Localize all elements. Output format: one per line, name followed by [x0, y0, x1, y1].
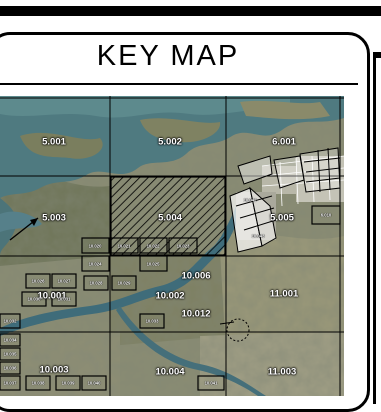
- tile-label: 6.010: [320, 212, 332, 218]
- sheet-grid: [0, 96, 344, 396]
- tile-label: 10.043: [251, 233, 265, 239]
- tile-label: 10.022: [146, 243, 160, 249]
- tile-label: 10.031: [57, 296, 71, 302]
- tile-label: 10.020: [88, 243, 102, 249]
- tile-label: 10.036: [3, 365, 17, 371]
- river: [0, 202, 244, 336]
- location-marker-icon: [226, 318, 250, 342]
- sheet-label: 10.012: [181, 308, 211, 320]
- sheet-label: 5.002: [158, 136, 182, 148]
- tile-label: 10.024: [88, 261, 102, 267]
- key-map-imagery: 5.001 5.002 6.001 5.003 5.004 5.005 10.0…: [0, 96, 344, 396]
- sheet-label: 5.005: [270, 212, 294, 224]
- sheet-label: 11.001: [269, 288, 299, 300]
- aerial-map: [0, 96, 344, 396]
- tile-label: 10.042: [243, 197, 257, 203]
- sheet-label: 10.003: [39, 364, 69, 376]
- tile-label: 10.029: [117, 280, 131, 286]
- tile-label: 10.026: [31, 278, 45, 284]
- parcel-linework: [229, 147, 341, 253]
- sheet-label: 10.004: [155, 366, 185, 378]
- tile-label: 10.032: [3, 318, 17, 324]
- sheet-label: 5.003: [42, 212, 66, 224]
- sheet-label: 5.001: [42, 136, 66, 148]
- peninsula: [20, 132, 103, 159]
- sheet-label: 11.003: [267, 366, 297, 378]
- sheet-label: 10.002: [155, 290, 185, 302]
- sheet-label: 6.001: [272, 136, 296, 148]
- tile-label: 10.041: [204, 380, 218, 386]
- sheet-label: 10.006: [181, 270, 211, 282]
- highlighted-sheet-5004: [110, 176, 226, 256]
- detail-tiles: [0, 205, 341, 391]
- key-map-title: KEY MAP: [96, 40, 240, 72]
- title-divider: [0, 83, 358, 85]
- tile-label: 10.033: [145, 318, 159, 324]
- tile-label: 10.034: [3, 337, 17, 343]
- tile-label: 10.038: [31, 380, 45, 386]
- tile-label: 10.021: [117, 243, 131, 249]
- sheet-label: 10.001: [37, 290, 67, 302]
- tile-label: 10.037: [3, 380, 17, 386]
- top-border-bar: [0, 6, 381, 16]
- tile-label: 10.028: [89, 280, 103, 286]
- sheet-label: 5.004: [158, 212, 182, 224]
- tile-label: 10.027: [57, 278, 71, 284]
- tile-label: 10.040: [87, 380, 101, 386]
- tile-label: 10.030: [27, 296, 41, 302]
- tile-label: 10.035: [3, 351, 17, 357]
- tile-label: 10.023: [176, 243, 190, 249]
- tile-label: 10.039: [61, 380, 75, 386]
- tile-label: 10.025: [146, 261, 160, 267]
- lake: [0, 96, 344, 198]
